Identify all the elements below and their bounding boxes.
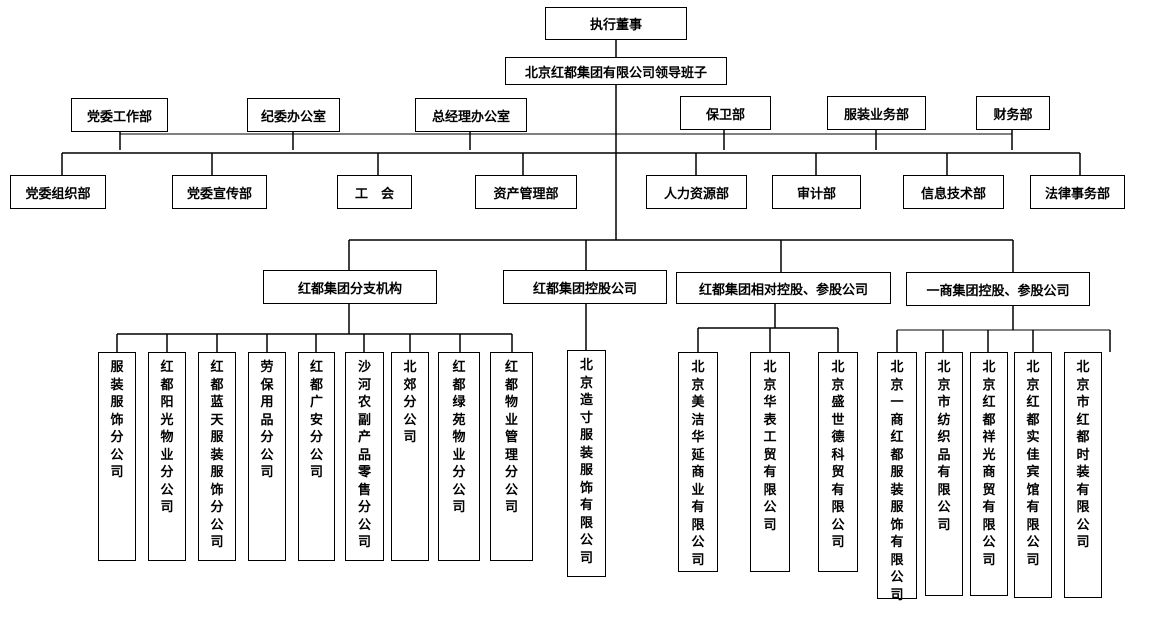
unit-box: 沙河农副产品零售分公司	[345, 352, 384, 561]
group-branches: 红都集团分支机构	[263, 270, 437, 304]
unit-label: 红都广安分公司	[309, 360, 323, 480]
unit-box: 红都阳光物业分公司	[148, 352, 186, 561]
unit-box: 北京华表工贸有限公司	[750, 352, 790, 572]
unit-label: 沙河农副产品零售分公司	[357, 360, 371, 550]
dept-apparel-business: 服装业务部	[827, 96, 926, 130]
dept-security: 保卫部	[680, 96, 771, 130]
unit-label: 服装服饰分公司	[110, 360, 124, 480]
dept-discipline-office: 纪委办公室	[247, 98, 340, 132]
dept-party-publicity: 党委宣传部	[172, 175, 267, 209]
group-yishang: 一商集团控股、参股公司	[906, 272, 1090, 306]
unit-label: 北京红都祥光商贸有限公司	[982, 360, 996, 568]
unit-label: 北京市红都时装有限公司	[1076, 360, 1090, 550]
group-relative-holding: 红都集团相对控股、参股公司	[676, 272, 891, 304]
unit-label: 红都蓝天服装服饰分公司	[210, 360, 224, 550]
group-holding: 红都集团控股公司	[503, 270, 667, 304]
dept-legal: 法律事务部	[1030, 175, 1125, 209]
unit-box: 北京市红都时装有限公司	[1064, 352, 1102, 598]
unit-box: 劳保用品分公司	[248, 352, 286, 561]
unit-box: 服装服饰分公司	[98, 352, 136, 561]
leadership-box: 北京红都集团有限公司领导班子	[505, 57, 727, 85]
unit-label: 劳保用品分公司	[260, 360, 274, 480]
unit-box: 红都蓝天服装服饰分公司	[198, 352, 236, 561]
dept-human-resources: 人力资源部	[646, 175, 747, 209]
unit-label: 北京市纺织品有限公司	[937, 360, 951, 533]
dept-audit: 审计部	[772, 175, 861, 209]
unit-box: 北郊分公司	[391, 352, 429, 561]
unit-label: 红都绿苑物业分公司	[452, 360, 466, 515]
unit-box: 北京红都祥光商贸有限公司	[970, 352, 1008, 596]
unit-label: 北京一商红都服装服饰有限公司	[890, 360, 904, 603]
dept-asset-management: 资产管理部	[475, 175, 577, 209]
dept-finance: 财务部	[976, 96, 1050, 130]
unit-box: 红都绿苑物业分公司	[438, 352, 480, 561]
unit-label: 北京红都实佳宾馆有限公司	[1026, 360, 1040, 568]
unit-label: 北京美洁华延商业有限公司	[691, 360, 705, 568]
unit-box: 红都广安分公司	[298, 352, 335, 561]
dept-gm-office: 总经理办公室	[415, 98, 527, 132]
dept-it: 信息技术部	[903, 175, 1004, 209]
unit-label: 北京华表工贸有限公司	[763, 360, 777, 533]
unit-label: 红都物业管理分公司	[504, 360, 518, 515]
unit-box: 北京造寸服装服饰有限公司	[567, 350, 606, 577]
unit-box: 红都物业管理分公司	[490, 352, 533, 561]
executive-director-box: 执行董事	[545, 7, 687, 40]
unit-label: 红都阳光物业分公司	[160, 360, 174, 515]
unit-box: 北京一商红都服装服饰有限公司	[877, 352, 917, 603]
unit-label: 北京盛世德科贸有限公司	[831, 360, 845, 550]
unit-box: 北京市纺织品有限公司	[925, 352, 963, 596]
unit-box: 北京美洁华延商业有限公司	[678, 352, 718, 572]
dept-trade-union: 工 会	[337, 175, 412, 209]
unit-box: 北京红都实佳宾馆有限公司	[1014, 352, 1052, 598]
unit-label: 北郊分公司	[403, 360, 417, 445]
unit-label: 北京造寸服装服饰有限公司	[579, 358, 593, 566]
dept-party-organization: 党委组织部	[10, 175, 106, 209]
unit-box: 北京盛世德科贸有限公司	[818, 352, 858, 572]
dept-party-work: 党委工作部	[71, 98, 168, 132]
